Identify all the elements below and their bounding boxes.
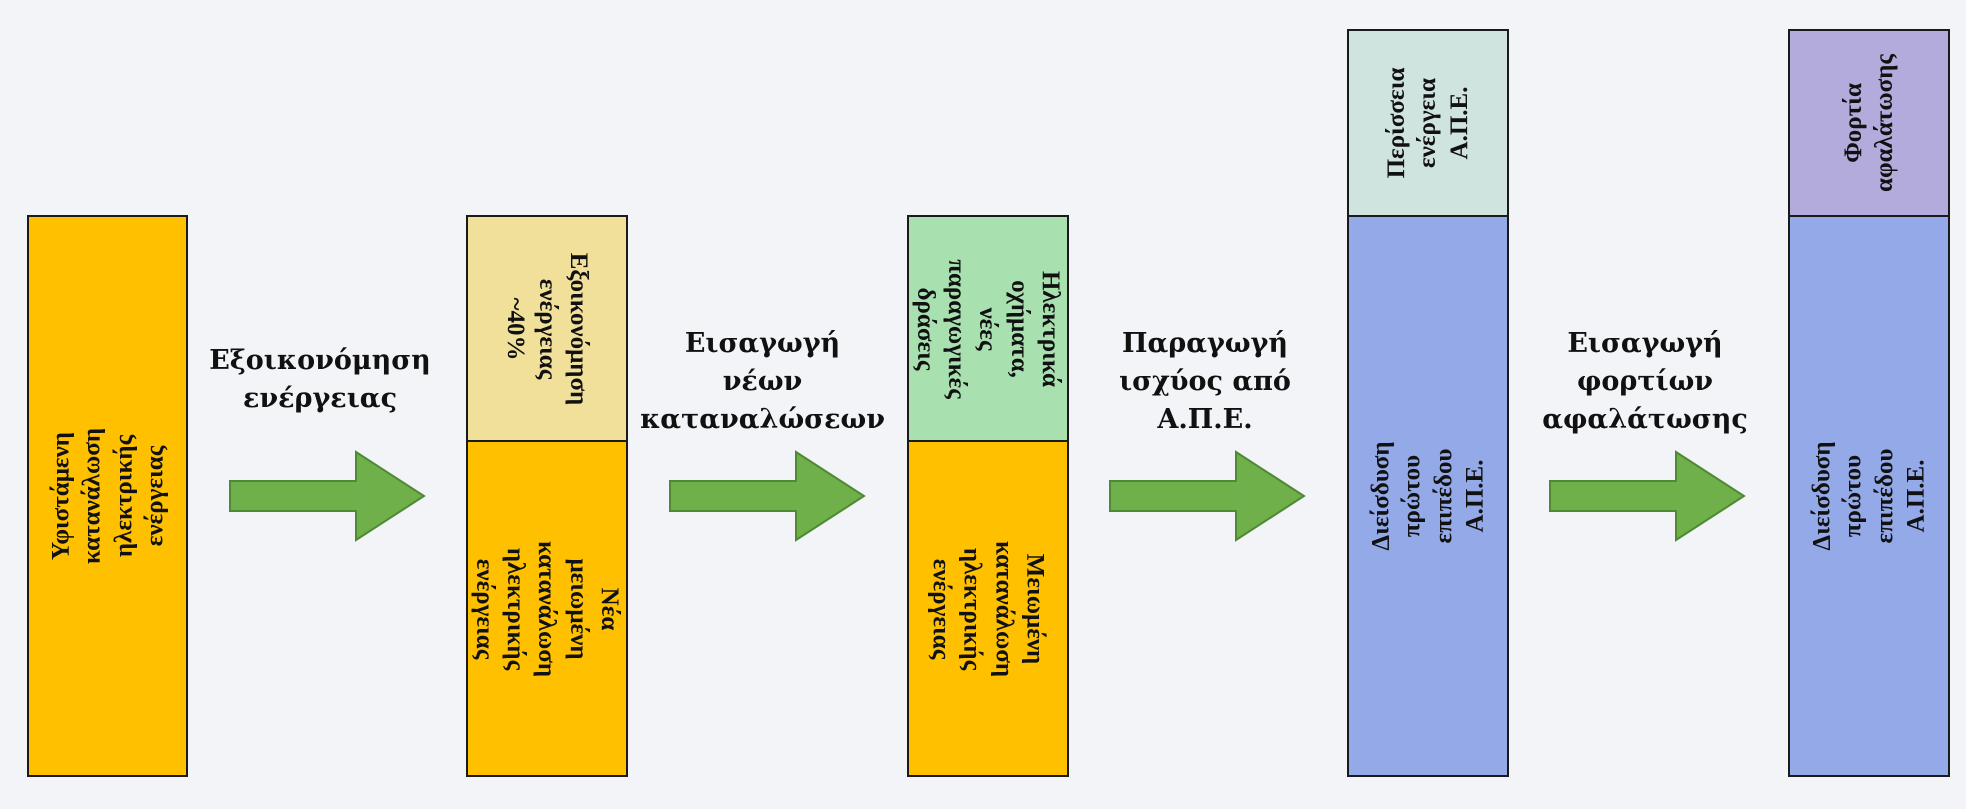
- res-penetration-block-final: Διείσδυση πρώτου επιπέδου Α.Π.Ε.: [1788, 215, 1950, 777]
- res-excess-block: Περίσσεια ενέργεια Α.Π.Ε.: [1347, 29, 1509, 217]
- res-excess-text: Περίσσεια ενέργεια Α.Π.Ε.: [1383, 67, 1473, 179]
- step-label-desalination-loads: Εισαγωγή φορτίων αφαλάτωσης: [1542, 328, 1748, 435]
- arrow-right-icon: [1109, 450, 1306, 542]
- res-penetration-final-text: Διείσδυση πρώτου επιπέδου Α.Π.Ε.: [1808, 441, 1930, 551]
- step-label-energy-saving: Εξοικονόμηση ενέργειας: [209, 345, 431, 414]
- arrow-right-icon: [229, 450, 426, 542]
- new-reduced-consumption-block: Νέα μειωμένη κατανάλωση ηλεκτρικής ενέργ…: [466, 440, 628, 777]
- energy-saving-text: Εξοικονόμηση ενέργειας ~40%: [502, 252, 592, 405]
- energy-saving-block: Εξοικονόμηση ενέργειας ~40%: [466, 215, 628, 442]
- existing-consumption-block: Υφιστάμενη κατανάλωση ηλεκτρικής ενέργει…: [27, 215, 188, 777]
- desalination-loads-block: Φορτία αφαλάτωσης: [1788, 29, 1950, 217]
- existing-consumption-text: Υφιστάμενη κατανάλωση ηλεκτρικής ενέργει…: [47, 427, 168, 565]
- arrow-right-icon: [1549, 450, 1746, 542]
- desalination-loads-text: Φορτία αφαλάτωσης: [1839, 54, 1898, 192]
- new-loads-block: Ηλεκτρικά οχήματα, νέες παραγωγικές δράσ…: [907, 215, 1069, 442]
- step-label-new-consumptions: Εισαγωγή νέων καταναλώσεων: [640, 328, 885, 435]
- reduced-consumption-block: Μειωμένη κατανάλωση ηλεκτρικής ενέργειας: [907, 440, 1069, 777]
- new-loads-text: Ηλεκτρικά οχήματα, νέες παραγωγικές δράσ…: [912, 258, 1065, 399]
- res-penetration-block: Διείσδυση πρώτου επιπέδου Α.Π.Ε.: [1347, 215, 1509, 777]
- step-label-res-generation: Παραγωγή ισχύος από Α.Π.Ε.: [1119, 328, 1291, 435]
- arrow-right-icon: [669, 450, 866, 542]
- reduced-consumption-text: Μειωμένη κατανάλωση ηλεκτρικής ενέργειας: [927, 540, 1049, 677]
- res-penetration-text: Διείσδυση πρώτου επιπέδου Α.Π.Ε.: [1367, 441, 1489, 551]
- new-reduced-consumption-text: Νέα μειωμένη κατανάλωση ηλεκτρικής ενέργ…: [471, 540, 624, 677]
